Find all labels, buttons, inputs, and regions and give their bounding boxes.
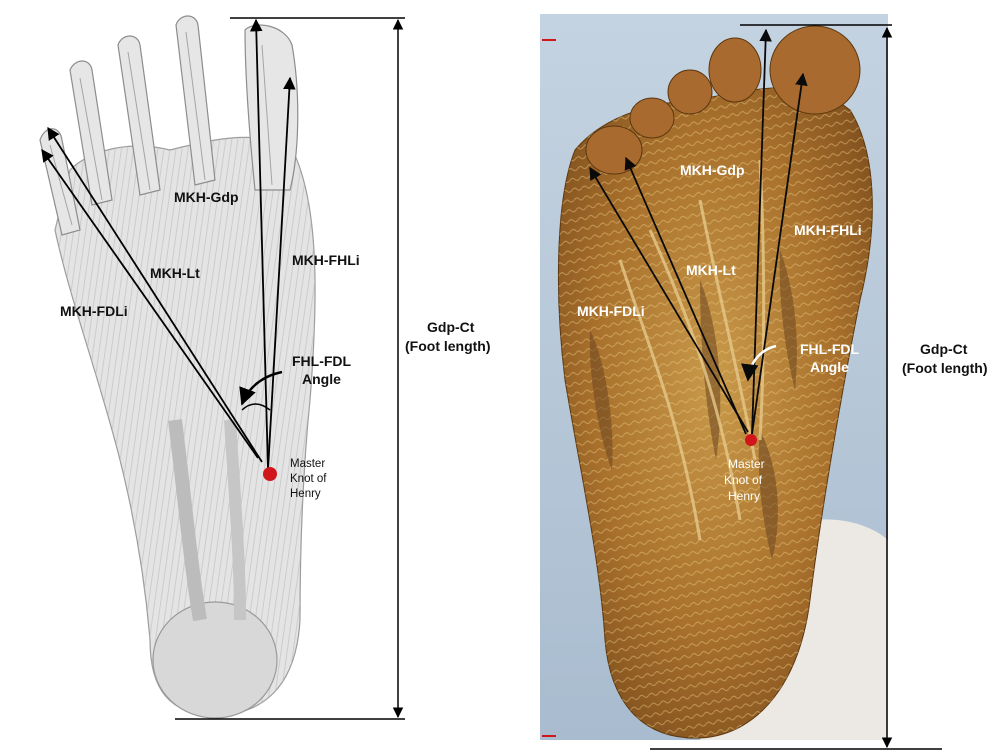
- right-photo: [540, 14, 888, 740]
- right-label-mkh-lt: MKH-Lt: [686, 262, 736, 278]
- right-knot-label-line1: Master: [728, 457, 765, 471]
- left-knot-label-line3: Henry: [290, 488, 321, 500]
- right-angle-label-line1: FHL-FDL: [800, 341, 860, 357]
- left-knot-label-line1: Master: [290, 458, 325, 470]
- left-angle-label-line1: FHL-FDL: [292, 353, 352, 369]
- right-angle-label-line2: Angle: [810, 359, 849, 375]
- left-length-label-line1: Gdp-Ct: [427, 319, 475, 335]
- right-length-label-line2: (Foot length): [902, 360, 988, 376]
- right-master-knot-marker: [745, 434, 757, 446]
- right-knot-label-line2: Knot of: [724, 473, 763, 487]
- left-label-mkh-gdp: MKH-Gdp: [174, 189, 239, 205]
- left-length-label-line2: (Foot length): [405, 338, 491, 354]
- left-label-mkh-lt: MKH-Lt: [150, 265, 200, 281]
- left-label-mkh-fdli: MKH-FDLi: [60, 303, 128, 319]
- left-knot-label-line2: Knot of: [290, 473, 327, 485]
- left-master-knot-marker: [263, 467, 277, 481]
- left-angle-label-line2: Angle: [302, 371, 341, 387]
- right-label-mkh-fdli: MKH-FDLi: [577, 303, 645, 319]
- right-label-mkh-fhli: MKH-FHLi: [794, 222, 862, 238]
- left-label-mkh-fhli: MKH-FHLi: [292, 252, 360, 268]
- right-length-label-line1: Gdp-Ct: [920, 341, 968, 357]
- right-knot-label-line3: Henry: [728, 489, 760, 503]
- right-label-mkh-gdp: MKH-Gdp: [680, 162, 745, 178]
